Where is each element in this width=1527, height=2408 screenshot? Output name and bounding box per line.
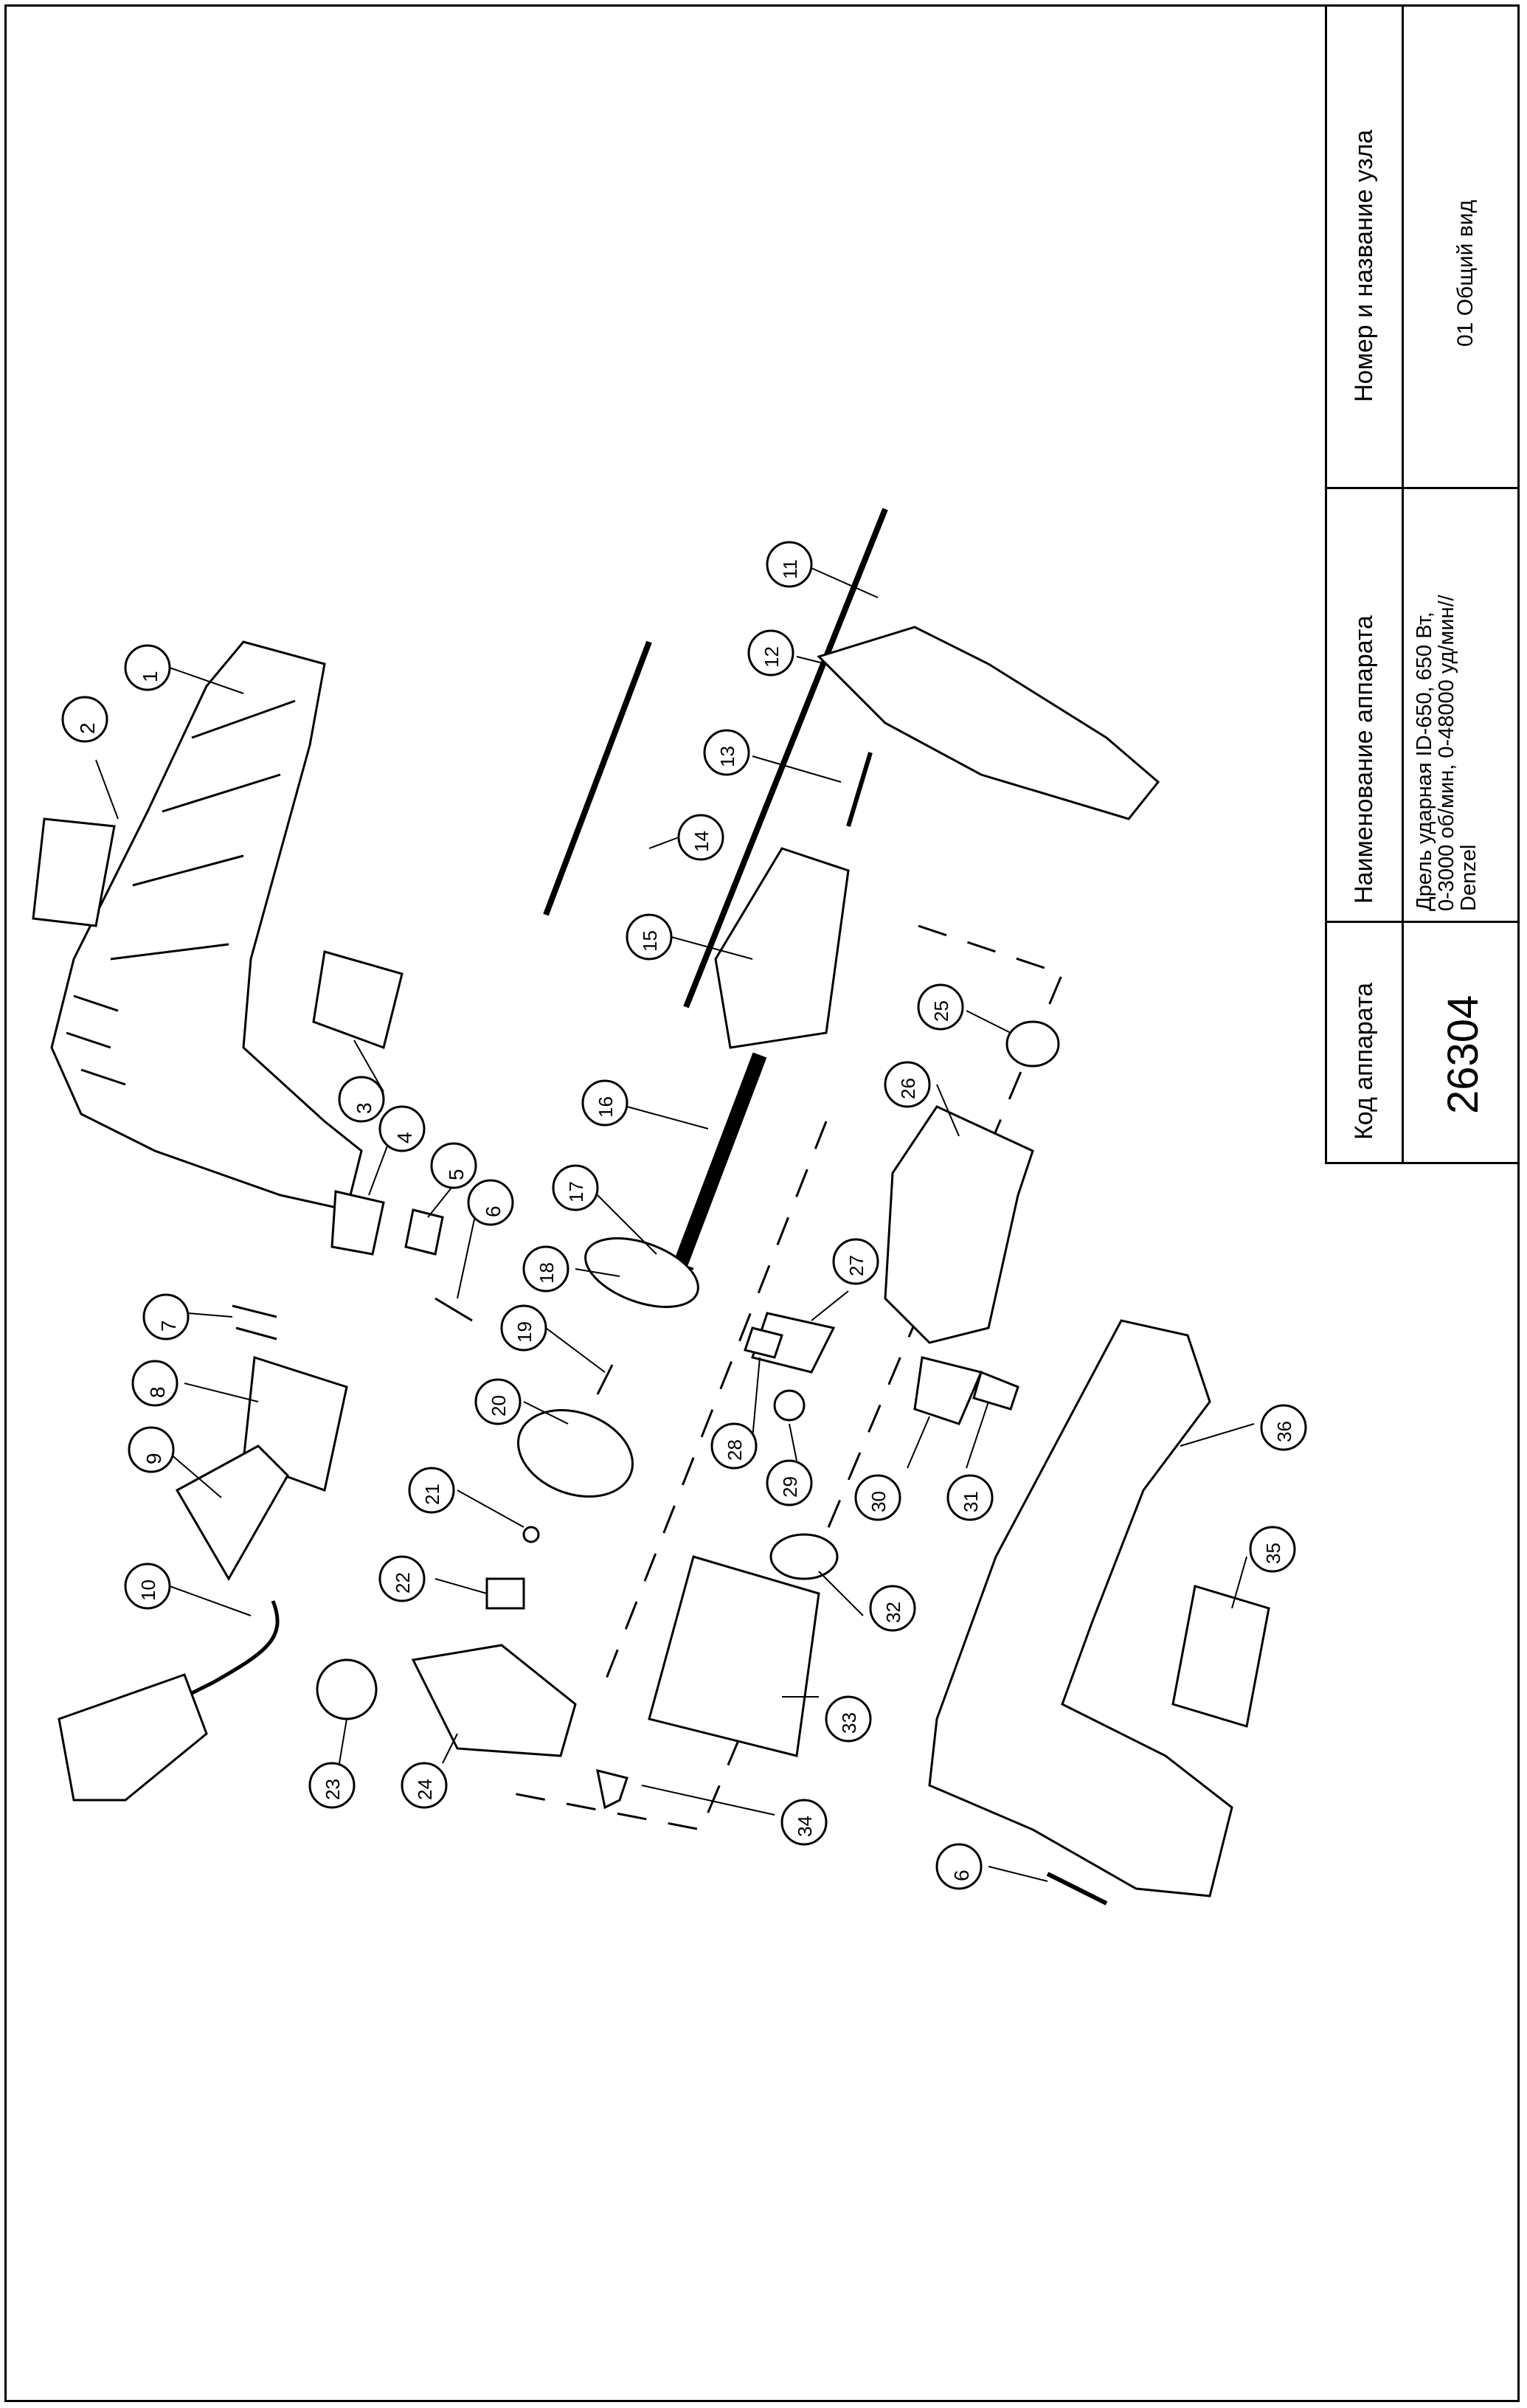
callout-11: 11: [779, 559, 801, 579]
bushing-22: [485, 1577, 525, 1610]
callout-28: 28: [724, 1439, 746, 1461]
callout-14: 14: [690, 831, 713, 852]
name-value-line-2: 0-3000 об/мин, 0-48000 уд/мин//: [1435, 595, 1458, 911]
gear-20: [517, 1409, 634, 1498]
callout-16: 16: [595, 1096, 617, 1118]
chuck-key-14: [543, 640, 652, 916]
name-value-line-1: Дрель ударная ID-650, 650 Вт,: [1413, 612, 1436, 911]
callout-23: 23: [322, 1779, 344, 1800]
side-handle-12: [817, 626, 1160, 820]
callout-19: 19: [513, 1321, 536, 1343]
callout-33: 33: [838, 1712, 860, 1734]
housing-left-part: [50, 640, 363, 1211]
screw-6: [434, 1297, 473, 1322]
housing-right-36: [928, 1319, 1233, 1897]
callout-5: 5: [445, 1169, 468, 1180]
callout-29: 29: [779, 1476, 801, 1498]
callout-27: 27: [845, 1255, 868, 1276]
callout-22: 22: [392, 1572, 414, 1594]
drawing-frame: [4, 4, 1520, 2402]
plug-10: [58, 1673, 208, 1802]
callout-32: 32: [882, 1602, 904, 1623]
brush-28: [744, 1326, 783, 1359]
bearing-18: [584, 1237, 699, 1308]
drill-chuck-15: [714, 847, 850, 1049]
callout-circles: [61, 541, 1307, 1890]
capacitor-7: [232, 1304, 277, 1340]
callout-17: 17: [565, 1181, 587, 1203]
woodruff-key-19: [596, 1364, 614, 1395]
code-value: 26304: [1439, 994, 1487, 1114]
clamp-5: [404, 1208, 444, 1256]
callout-25: 25: [930, 1000, 952, 1022]
callout-15: 15: [639, 930, 661, 952]
callout-3: 3: [353, 1102, 375, 1114]
callout-20: 20: [488, 1395, 510, 1416]
callout-7: 7: [157, 1320, 180, 1332]
name-header: Наименование аппарата: [1350, 615, 1378, 904]
title-block-row-divider-1: [1325, 487, 1520, 489]
title-block: [1325, 4, 1520, 1164]
label-plate-35: [1171, 1585, 1270, 1728]
callout-12: 12: [761, 646, 783, 668]
callout-13: 13: [716, 746, 738, 767]
part-4: [330, 1190, 385, 1256]
spring-29: [773, 1389, 806, 1422]
label-plate-2: [32, 817, 116, 927]
armature-26: [884, 1105, 1034, 1344]
callout-36: 36: [1273, 1421, 1295, 1442]
power-cord-10: [183, 1600, 280, 1699]
brush-31: [972, 1370, 1019, 1411]
code-header: Код аппарата: [1350, 982, 1378, 1140]
switch-cover-3: [312, 950, 404, 1049]
node-value: 01 Общий вид: [1453, 200, 1478, 347]
bearing-32: [769, 1533, 839, 1580]
stator-33: [648, 1555, 820, 1757]
callout-24: 24: [414, 1779, 436, 1800]
callout-18: 18: [536, 1262, 558, 1284]
callout-35: 35: [1262, 1543, 1284, 1564]
leader-lines: [95, 567, 1255, 1882]
callout-9: 9: [142, 1453, 165, 1464]
name-value-line-3: Denzel: [1457, 844, 1481, 911]
bearing-25: [1005, 1020, 1060, 1068]
cord-guard-9: [175, 1445, 289, 1581]
callout-21: 21: [421, 1484, 443, 1505]
terminal-34: [596, 1768, 629, 1810]
ball-21: [522, 1526, 540, 1543]
node-header: Номер и название узла: [1350, 129, 1378, 402]
callout-6: 6: [482, 1205, 505, 1217]
callout-1: 1: [139, 671, 162, 682]
selector-knob-23: [316, 1658, 378, 1720]
dashed-assembly-frame: [508, 924, 1064, 1831]
callout-34: 34: [794, 1816, 816, 1837]
callout-2: 2: [76, 722, 99, 734]
title-block-divider: [1402, 4, 1404, 1164]
name-value: Дрель ударная ID-650, 650 Вт, 0-3000 об/…: [1413, 498, 1481, 911]
callout-30: 30: [868, 1491, 890, 1512]
callout-4: 4: [393, 1132, 416, 1144]
depth-rod-11: [683, 508, 888, 1008]
callout-31: 31: [960, 1491, 982, 1512]
brush-holder-30: [913, 1356, 983, 1425]
callout-8: 8: [146, 1386, 169, 1398]
callout-10: 10: [137, 1580, 159, 1601]
screw-6-lower: [1046, 1872, 1108, 1906]
callout-26: 26: [897, 1078, 919, 1099]
spindle-16: [671, 1052, 767, 1272]
gear-housing-24: [411, 1644, 577, 1757]
callout-6-lower: 6: [950, 1869, 973, 1881]
title-block-row-divider-2: [1325, 921, 1520, 923]
bolt-13: [846, 752, 873, 827]
